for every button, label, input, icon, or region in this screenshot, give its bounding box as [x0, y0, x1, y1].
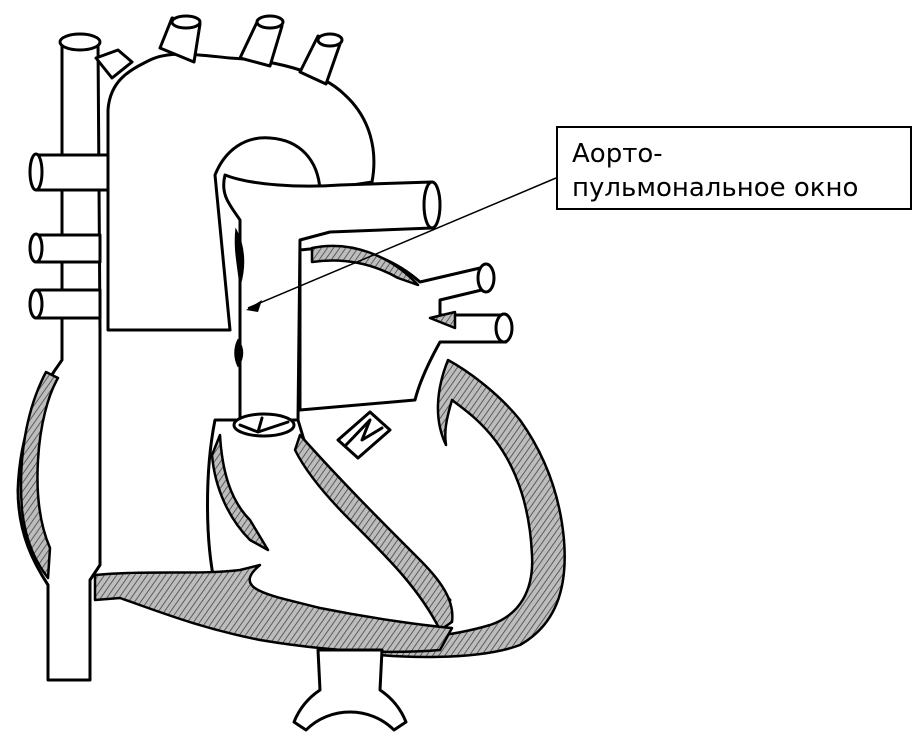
brachiocephalic-opening — [172, 16, 200, 28]
right-pulmonary-vein-1 — [478, 264, 494, 292]
pulmonary-vein-1-end — [30, 154, 42, 190]
vena-cava — [18, 42, 100, 680]
descending-aorta — [294, 650, 406, 730]
svc-opening — [60, 34, 100, 50]
annotation-line-1: Аорто- — [572, 137, 896, 171]
left-subclavian-opening — [318, 34, 342, 46]
right-pulmonary-vein-2 — [496, 314, 512, 342]
pulmonary-vein-3 — [36, 290, 100, 318]
pulmonary-artery-end — [424, 182, 440, 228]
annotation-label: Аорто- пульмональное окно — [556, 126, 912, 210]
pulmonary-vein-3-end — [30, 290, 42, 318]
left-carotid-opening — [257, 16, 283, 28]
annotation-line-2: пульмональное окно — [572, 171, 896, 205]
pulmonary-vein-2-end — [30, 234, 42, 262]
pulmonary-vein-2 — [36, 235, 100, 262]
